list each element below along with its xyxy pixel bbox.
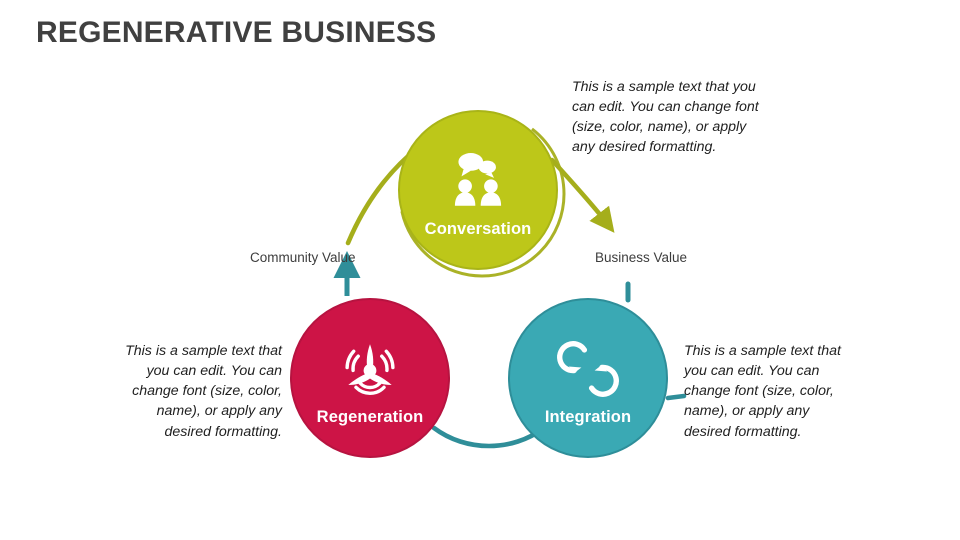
node-label-integration: Integration bbox=[544, 407, 632, 426]
node-regeneration[interactable]: Regeneration bbox=[290, 298, 450, 458]
callout-text-top-right: This is a sample text that you can edit.… bbox=[572, 79, 759, 156]
olive-ring-decoration bbox=[398, 110, 566, 278]
node-label-regeneration: Regeneration bbox=[316, 407, 424, 426]
node-conversation[interactable]: Conversation bbox=[398, 110, 558, 270]
caption-community-value: Community Value bbox=[250, 250, 356, 265]
olive-arrow-right bbox=[549, 157, 615, 233]
node-integration[interactable]: Integration bbox=[508, 298, 668, 458]
caption-business-value: Business Value bbox=[595, 250, 688, 265]
callout-text-left: This is a sample text that you can edit.… bbox=[125, 343, 282, 440]
page-title: REGENERATIVE BUSINESS bbox=[36, 16, 437, 49]
node-label-conversation: Conversation bbox=[424, 219, 532, 238]
turbine-regeneration-icon bbox=[345, 343, 395, 395]
interlocking-arrows-icon bbox=[557, 340, 619, 397]
people-speech-bubbles-icon bbox=[454, 152, 502, 206]
callout-text-right: This is a sample text that you can edit.… bbox=[684, 343, 841, 440]
teal-stub-right bbox=[665, 393, 687, 401]
